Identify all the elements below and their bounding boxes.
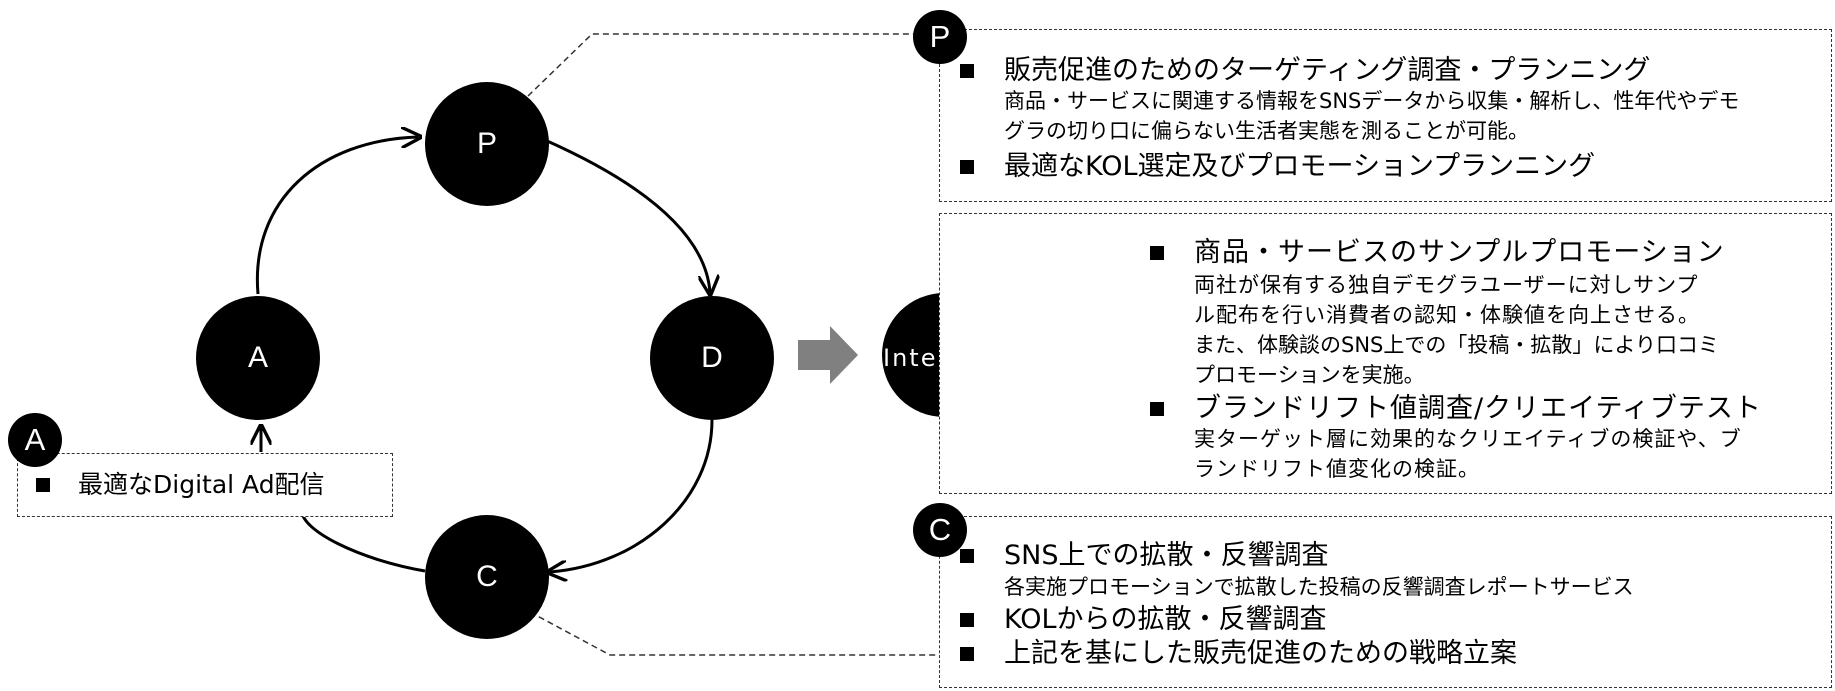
bullet-square-icon <box>36 478 50 492</box>
connector-c-panel <box>529 611 940 656</box>
badge-p: P <box>913 10 967 64</box>
node-d-label: D <box>701 341 723 374</box>
panel-p-item-1-desc-1: 商品・サービスに関連する情報をSNSデータから収集・解析し、性年代やデモ <box>1004 89 1740 113</box>
arc-p-to-d <box>544 138 710 292</box>
panel-i-item-1: 商品・サービスのサンプルプロモーション <box>1150 236 1725 270</box>
panel-c-item-2: KOLからの拡散・反響調査 <box>960 603 1327 637</box>
bullet-square-icon <box>960 64 974 78</box>
panel-i-item-1-desc-4: プロモーションを実施。 <box>1194 363 1425 387</box>
panel-c: SNS上での拡散・反響調査 各実施プロモーションで拡散した投稿の反響調査レポート… <box>939 516 1832 688</box>
arc-a-to-p <box>255 137 418 295</box>
node-p: P <box>425 82 549 206</box>
panel-c-item-3-title: 上記を基にした販売促進のための戦略立案 <box>1004 638 1517 669</box>
panel-p-item-1-title: 販売促進のためのターゲティング調査・プランニング <box>1004 55 1651 86</box>
connector-p-panel <box>527 33 940 97</box>
panel-i-item-2-desc-2: ランドリフト値変化の検証。 <box>1194 457 1480 481</box>
panel-a: 最適なDigital Ad配信 <box>17 453 393 517</box>
node-c-label: C <box>476 560 498 593</box>
badge-a: A <box>8 413 62 467</box>
badge-a-label: A <box>24 422 46 457</box>
bullet-square-icon <box>1150 402 1164 416</box>
panel-i-item-2-desc-1: 実ターゲット層に効果的なクリエイティブの検証や、ブ <box>1194 427 1742 451</box>
badge-p-label: P <box>929 19 951 54</box>
panel-i-item-2: ブランドリフト値調査/クリエイティブテスト <box>1150 392 1762 426</box>
panel-p-item-2-title: 最適なKOL選定及びプロモーションプランニング <box>1004 151 1596 182</box>
node-p-label: P <box>476 127 497 160</box>
node-a: A <box>196 296 320 420</box>
bullet-square-icon <box>960 647 974 661</box>
panel-i: 商品・サービスのサンプルプロモーション 両社が保有する独自デモグラユーザーに対し… <box>939 213 1832 494</box>
panel-i-item-1-desc-3: また、体験談のSNS上での「投稿・拡散」により口コミ <box>1194 333 1719 357</box>
panel-i-item-1-title: 商品・サービスのサンプルプロモーション <box>1194 237 1725 268</box>
panel-i-item-1-desc-1: 両社が保有する独自デモグラユーザーに対しサンプ <box>1194 273 1699 297</box>
panel-c-item-1: SNS上での拡散・反響調査 <box>960 539 1328 573</box>
bullet-square-icon <box>960 549 974 563</box>
bullet-square-icon <box>1150 246 1164 260</box>
panel-p: 販売促進のためのターゲティング調査・プランニング 商品・サービスに関連する情報を… <box>939 29 1832 202</box>
panel-c-item-1-desc: 各実施プロモーションで拡散した投稿の反響調査レポートサービス <box>1004 575 1634 599</box>
panel-p-item-2: 最適なKOL選定及びプロモーションプランニング <box>960 150 1595 184</box>
bullet-square-icon <box>960 160 974 174</box>
panel-i-item-2-title: ブランドリフト値調査/クリエイティブテスト <box>1194 393 1762 424</box>
node-d: D <box>650 296 774 420</box>
badge-c: C <box>913 503 967 557</box>
node-c: C <box>425 515 549 639</box>
panel-c-item-3: 上記を基にした販売促進のための戦略立案 <box>960 637 1517 671</box>
panel-c-item-1-title: SNS上での拡散・反響調査 <box>1004 540 1329 571</box>
panel-p-item-1: 販売促進のためのターゲティング調査・プランニング <box>960 54 1650 88</box>
panel-c-item-2-title: KOLからの拡散・反響調査 <box>1004 604 1327 635</box>
arc-c-to-a <box>300 509 426 573</box>
panel-a-item-1: 最適なDigital Ad配信 <box>36 468 325 502</box>
panel-a-item-1-title: 最適なDigital Ad配信 <box>78 470 325 499</box>
bullet-square-icon <box>960 613 974 627</box>
node-a-label: A <box>247 341 268 374</box>
panel-p-item-1-desc-2: グラの切り口に偏らない生活者実態を測ることが可能。 <box>1004 119 1529 143</box>
arc-d-to-c <box>550 419 714 572</box>
panel-i-item-1-desc-2: ル配布を行い消費者の認知・体験値を向上させる。 <box>1194 303 1700 327</box>
badge-c-label: C <box>928 512 952 547</box>
transition-arrow <box>798 326 858 384</box>
